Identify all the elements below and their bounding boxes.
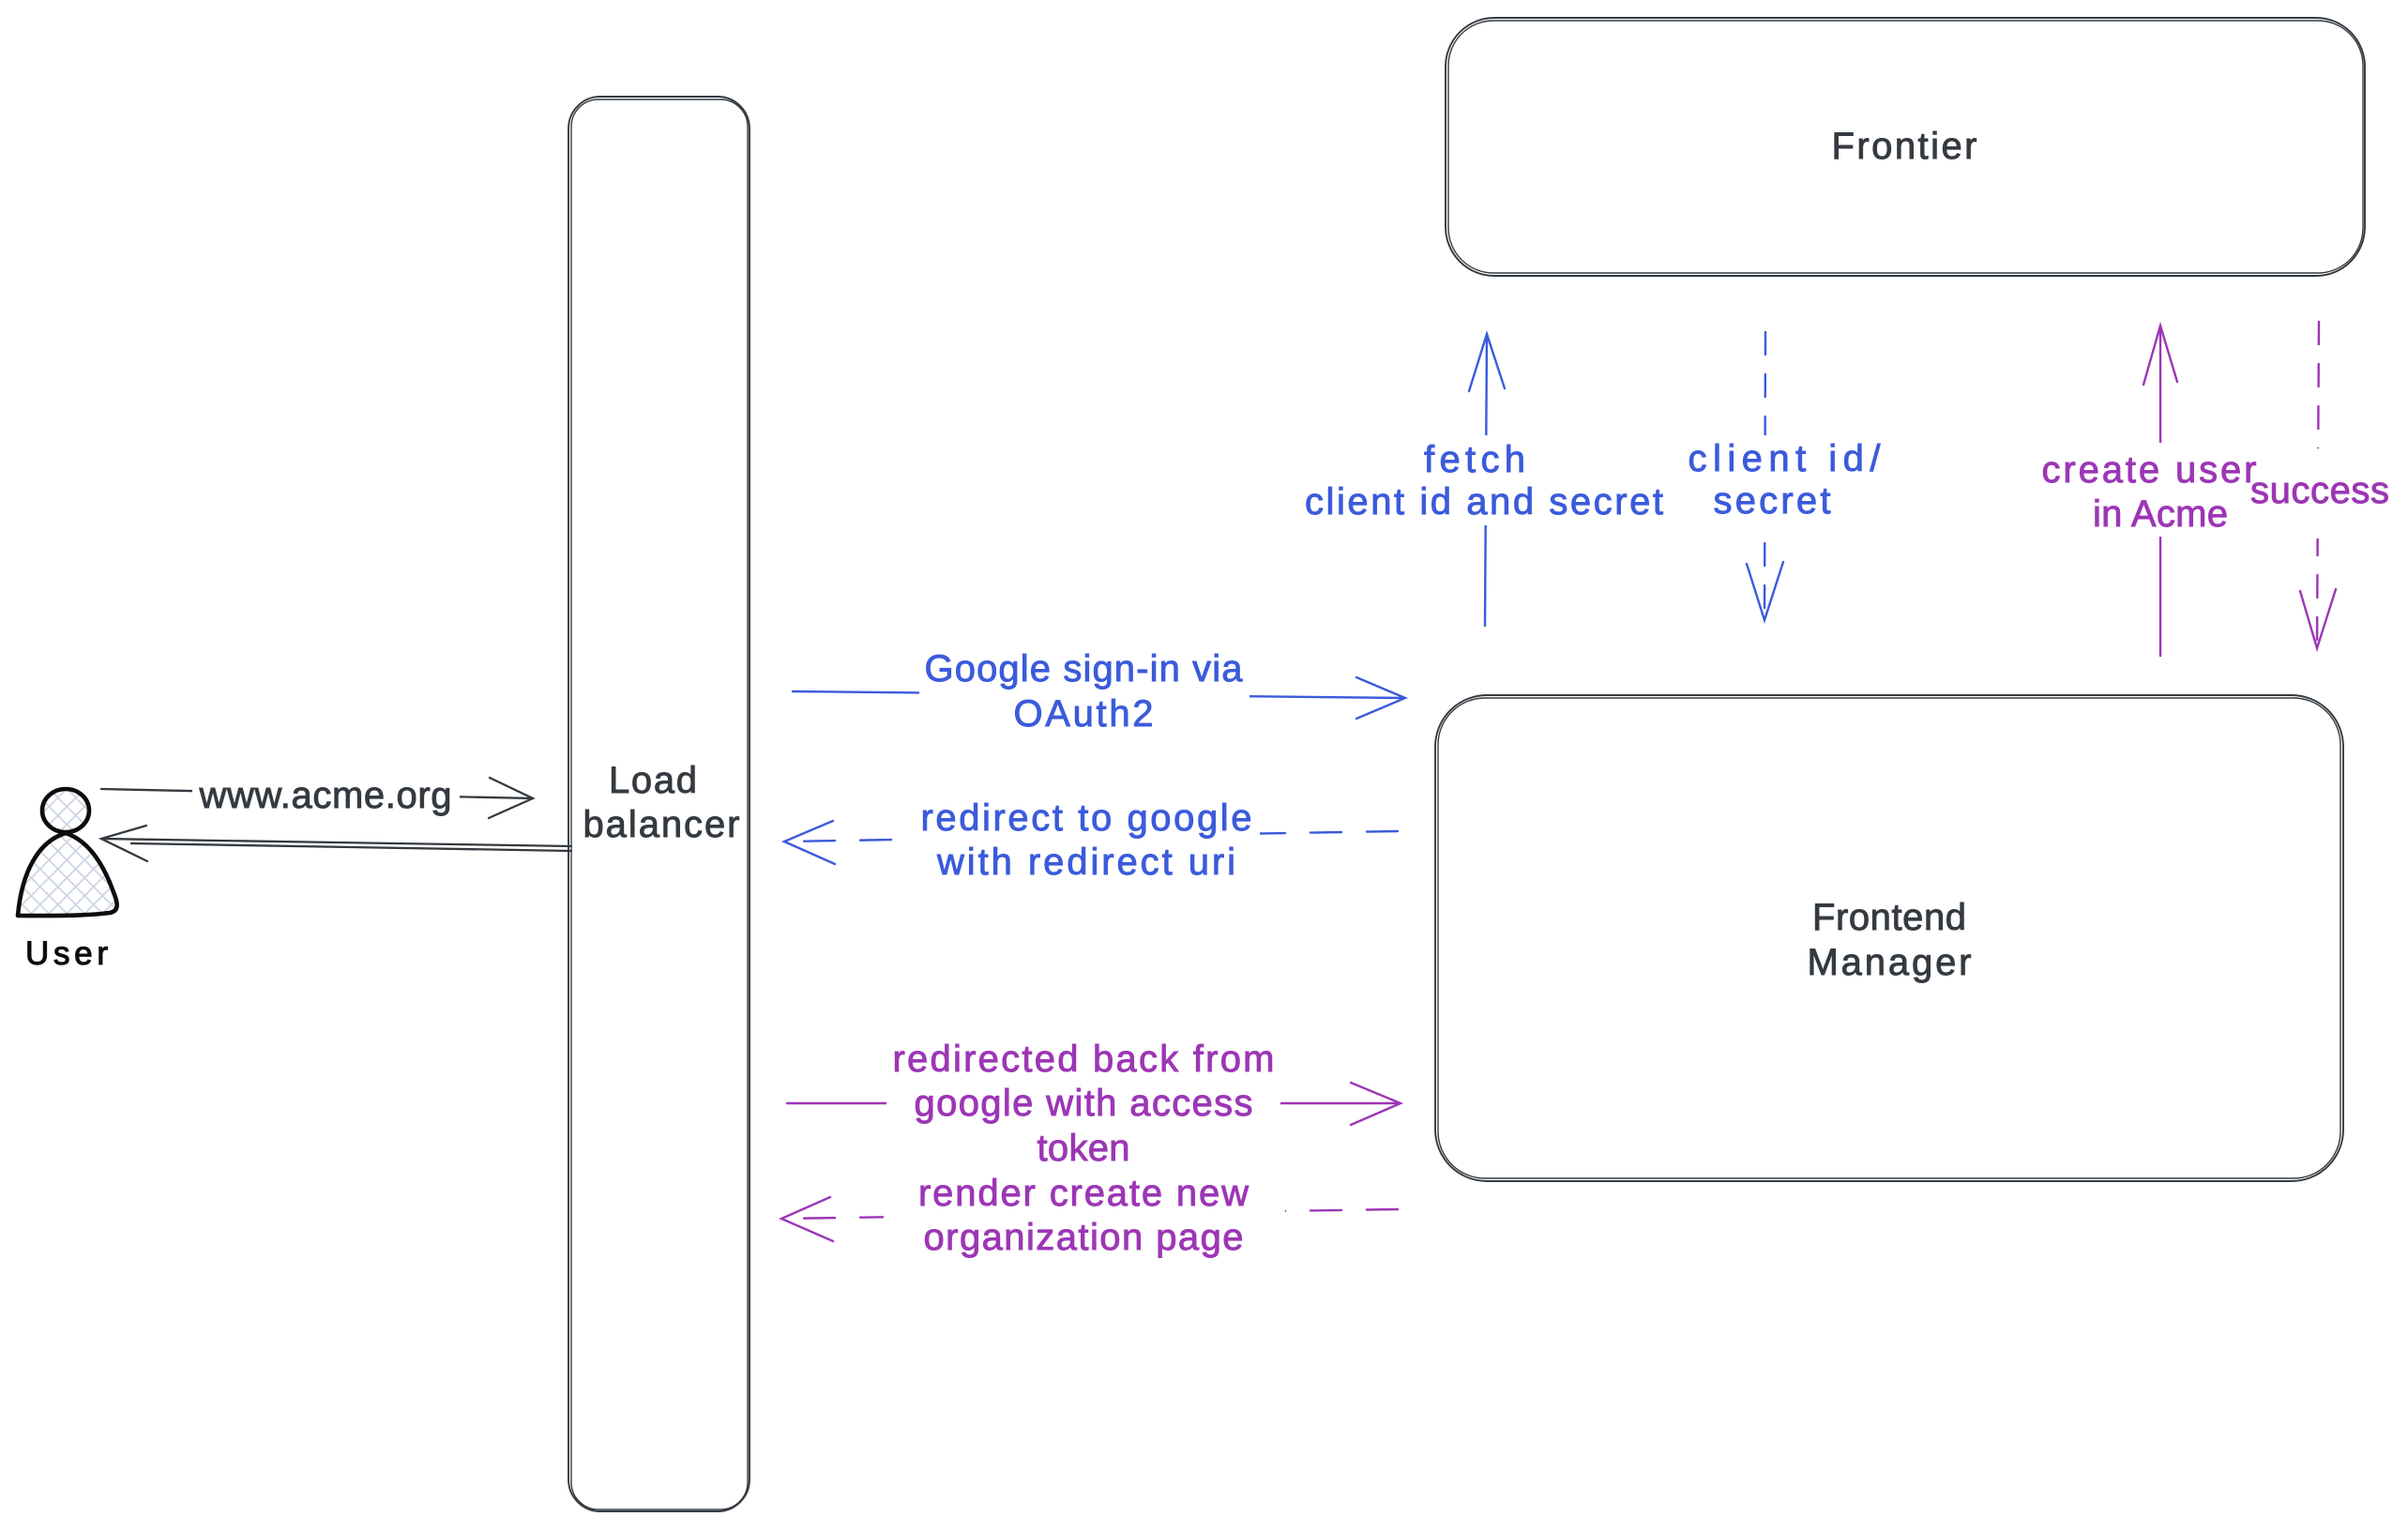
svg-text:in Acme: in Acme xyxy=(2093,493,2228,535)
svg-text:fetch: fetch xyxy=(1424,439,1525,480)
svg-text:with redirect uri: with redirect uri xyxy=(936,842,1235,883)
svg-text:render create new: render create new xyxy=(918,1173,1249,1214)
svg-text:balancer: balancer xyxy=(583,804,740,845)
svg-text:token: token xyxy=(1037,1128,1130,1169)
svg-text:client id/: client id/ xyxy=(1689,438,1882,479)
svg-text:create user: create user xyxy=(2042,449,2257,491)
svg-text:www.acme.org: www.acme.org xyxy=(199,775,452,816)
svg-text:Frontier: Frontier xyxy=(1832,126,1977,167)
svg-text:OAuth2: OAuth2 xyxy=(1014,693,1154,735)
svg-text:Google sign-in via: Google sign-in via xyxy=(925,648,1244,690)
svg-text:redirect to google: redirect to google xyxy=(921,797,1252,839)
svg-text:secret: secret xyxy=(1714,480,1831,522)
svg-text:Frontend: Frontend xyxy=(1812,897,1966,938)
svg-text:Manager: Manager xyxy=(1808,942,1972,983)
svg-text:client id and secret: client id and secret xyxy=(1305,481,1663,523)
svg-text:google with access: google with access xyxy=(915,1083,1253,1124)
svg-text:success: success xyxy=(2250,470,2389,511)
svg-text:Load: Load xyxy=(609,760,697,801)
svg-text:redirected back from: redirected back from xyxy=(893,1039,1275,1080)
svg-text:organization page: organization page xyxy=(924,1217,1244,1258)
